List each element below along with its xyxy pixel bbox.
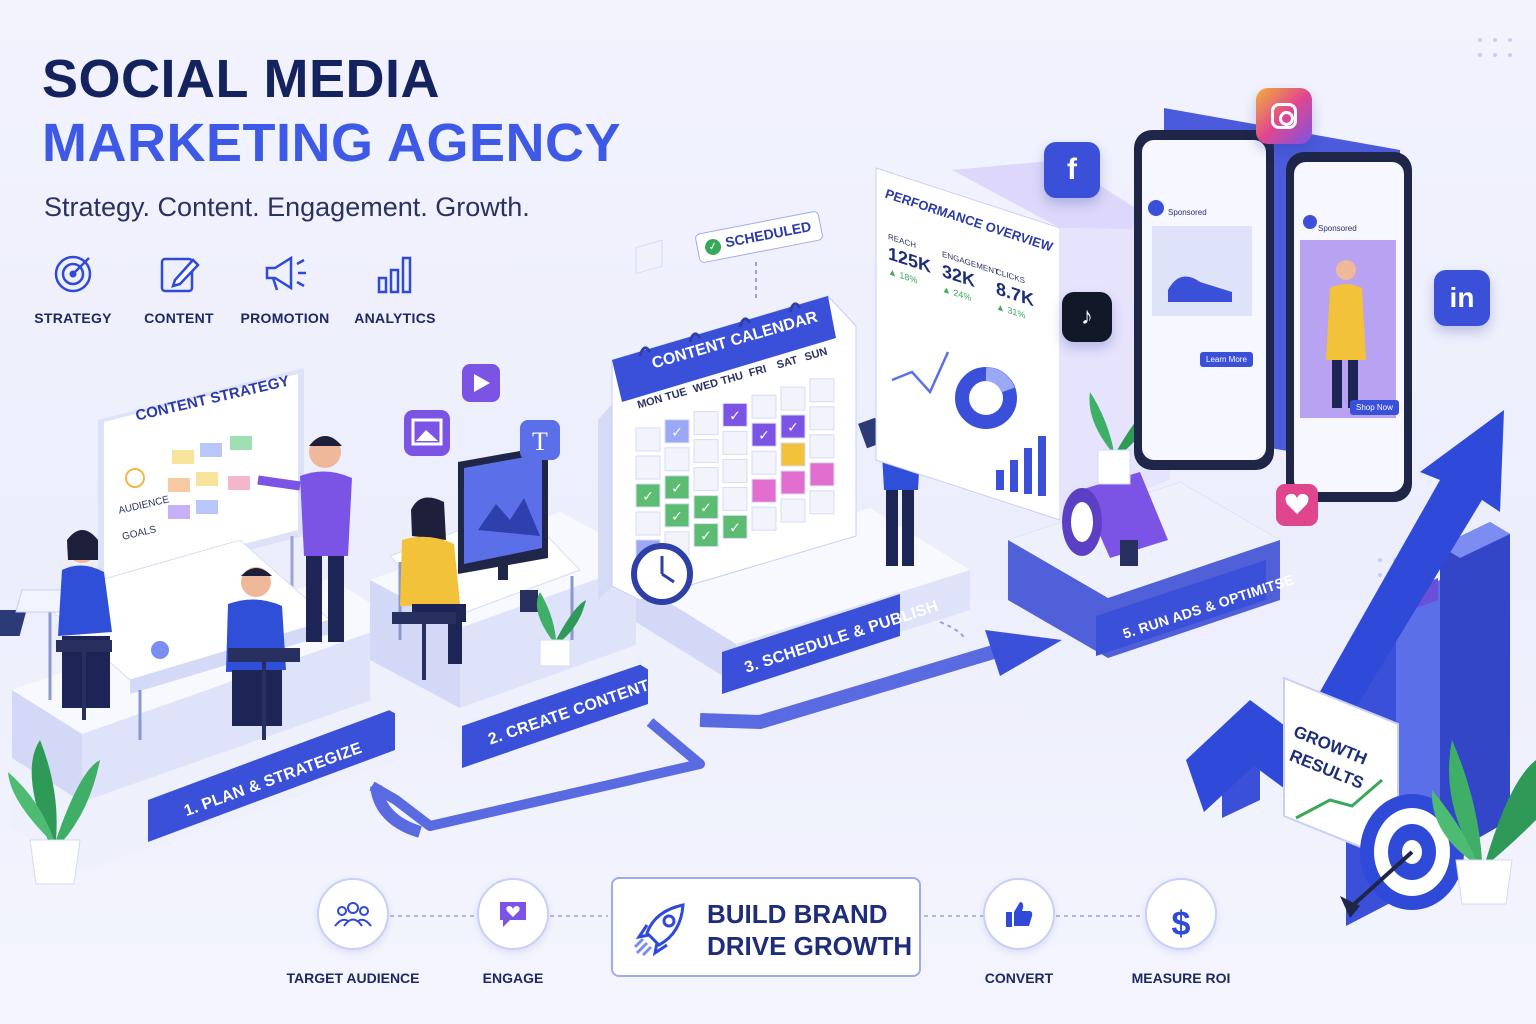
- bar-chart-icon: [377, 256, 412, 294]
- benefit-label: CONVERT: [984, 970, 1054, 986]
- benefit-label: ENGAGE: [482, 970, 544, 986]
- facebook-icon: f: [1044, 142, 1100, 198]
- calendar-cell: [780, 414, 806, 439]
- service-analytics: ANALYTICS: [340, 252, 450, 326]
- calendar-cell: [780, 386, 806, 411]
- service-label: ANALYTICS: [354, 310, 436, 326]
- brand-line-1: BUILD BRAND: [707, 899, 888, 929]
- service-label: STRATEGY: [34, 310, 112, 326]
- benefit-label: MEASURE ROI: [1131, 970, 1231, 986]
- instagram-icon: [1256, 88, 1312, 144]
- service-promotion: PROMOTION: [230, 252, 340, 326]
- calendar-grid: [635, 239, 663, 275]
- calendar-cell: [751, 394, 777, 419]
- tiktok-icon: ♪: [1062, 292, 1112, 342]
- calendar-cell: [635, 455, 661, 480]
- calendar-cell: [809, 462, 835, 487]
- calendar-cell: [809, 406, 835, 431]
- people-icon: [334, 902, 372, 927]
- calendar-cell: [780, 498, 806, 523]
- dollar-icon: $: [1171, 904, 1191, 943]
- ad-post1-account: Sponsored: [1168, 208, 1207, 217]
- calendar-cell: [722, 514, 748, 539]
- calendar-cell: [722, 430, 748, 455]
- calendar-cell: [751, 450, 777, 475]
- target-icon: [54, 255, 92, 293]
- calendar-cell: [809, 490, 835, 515]
- calendar-cell: [751, 478, 777, 503]
- build-brand-box: BUILD BRAND DRIVE GROWTH: [611, 877, 921, 977]
- calendar-check-mark: ✓: [787, 419, 799, 435]
- calendar-cell: [780, 470, 806, 495]
- svg-text:T: T: [532, 427, 548, 456]
- calendar-cell: [635, 511, 661, 536]
- calendar-cell: [809, 434, 835, 459]
- benefit-label: TARGET AUDIENCE: [286, 970, 420, 986]
- benefit-engage: ENGAGE: [438, 878, 588, 986]
- calendar-check-mark: ✓: [729, 407, 741, 423]
- thumbs-up-icon: [1006, 902, 1033, 927]
- calendar-check-mark: ✓: [671, 480, 683, 496]
- calendar-cell: [693, 495, 719, 520]
- calendar-cell: [664, 419, 690, 444]
- calendar-cell: [693, 439, 719, 464]
- benefit-target-audience: TARGET AUDIENCE: [278, 878, 428, 986]
- calendar-cell: [664, 503, 690, 528]
- calendar-cell: [809, 378, 835, 403]
- calendar-cell: [664, 475, 690, 500]
- calendar-cell: [693, 411, 719, 436]
- title-line-2: MARKETING AGENCY: [42, 113, 622, 173]
- calendar-check-mark: ✓: [671, 424, 683, 440]
- calendar-cell: [664, 447, 690, 472]
- calendar-cell: [722, 402, 748, 427]
- ad-post2-account: Sponsored: [1318, 224, 1357, 233]
- tagline: Strategy. Content. Engagement. Growth.: [44, 192, 530, 222]
- calendar-cell: [693, 523, 719, 548]
- linkedin-icon: in: [1434, 270, 1490, 326]
- service-content: CONTENT: [124, 252, 234, 326]
- calendar-cell: [635, 483, 661, 508]
- calendar-check-mark: ✓: [642, 488, 654, 504]
- check-icon: ✓: [703, 237, 723, 257]
- brand-line-2: DRIVE GROWTH: [707, 931, 913, 961]
- calendar-check-mark: ✓: [671, 508, 683, 524]
- heart-chat-icon: [500, 902, 526, 927]
- calendar-cell: [722, 458, 748, 483]
- service-label: PROMOTION: [240, 310, 330, 326]
- calendar-check-mark: ✓: [700, 500, 712, 516]
- ad-post1-cta[interactable]: Learn More: [1200, 352, 1253, 367]
- calendar-check-mark: ✓: [758, 427, 770, 443]
- calendar-check-mark: ✓: [700, 528, 712, 544]
- service-label: CONTENT: [144, 310, 214, 326]
- calendar-cell: [693, 467, 719, 492]
- calendar-check-mark: ✓: [729, 519, 741, 535]
- pencil-edit-icon: [160, 257, 200, 293]
- calendar-cell: [722, 486, 748, 511]
- calendar-cell: [635, 427, 661, 452]
- title-line-1: SOCIAL MEDIA: [42, 49, 441, 109]
- ad-post2-cta[interactable]: Shop Now: [1350, 400, 1399, 415]
- service-strategy: STRATEGY: [18, 252, 128, 326]
- megaphone-icon: [265, 255, 306, 291]
- benefit-convert: CONVERT: [944, 878, 1094, 986]
- rocket-icon: [633, 903, 685, 957]
- benefit-measure-roi: $ MEASURE ROI: [1106, 878, 1256, 986]
- calendar-cell: [751, 506, 777, 531]
- calendar-cell: [751, 422, 777, 447]
- calendar-cell: [780, 442, 806, 467]
